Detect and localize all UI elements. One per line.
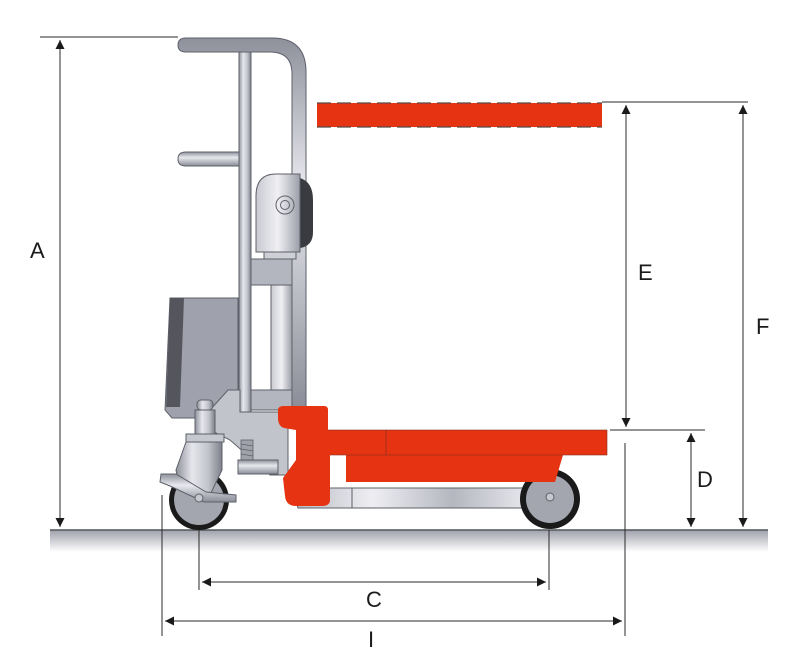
platform-raised <box>317 102 602 128</box>
dimension-C: C <box>202 577 546 612</box>
dimension-label-A: A <box>30 238 45 263</box>
dimension-label-I: I <box>368 627 374 652</box>
motor-unit <box>250 173 313 411</box>
platform-lowered <box>278 406 608 506</box>
dimension-I: I <box>165 616 622 652</box>
dimension-lines <box>40 36 748 636</box>
chassis-frame <box>209 389 561 509</box>
dimension-label-E: E <box>638 260 653 285</box>
dimension-D: D <box>686 433 713 527</box>
dimension-label-F: F <box>756 314 769 339</box>
floor <box>50 529 768 552</box>
dimension-label-D: D <box>697 467 713 492</box>
dimension-F: F <box>738 105 769 527</box>
dimension-label-C: C <box>366 587 382 612</box>
rear-wheel <box>520 469 580 529</box>
dimension-A: A <box>30 40 65 527</box>
front-caster-wheel <box>159 399 237 530</box>
battery-box <box>164 297 239 419</box>
dimension-E: E <box>621 105 653 427</box>
